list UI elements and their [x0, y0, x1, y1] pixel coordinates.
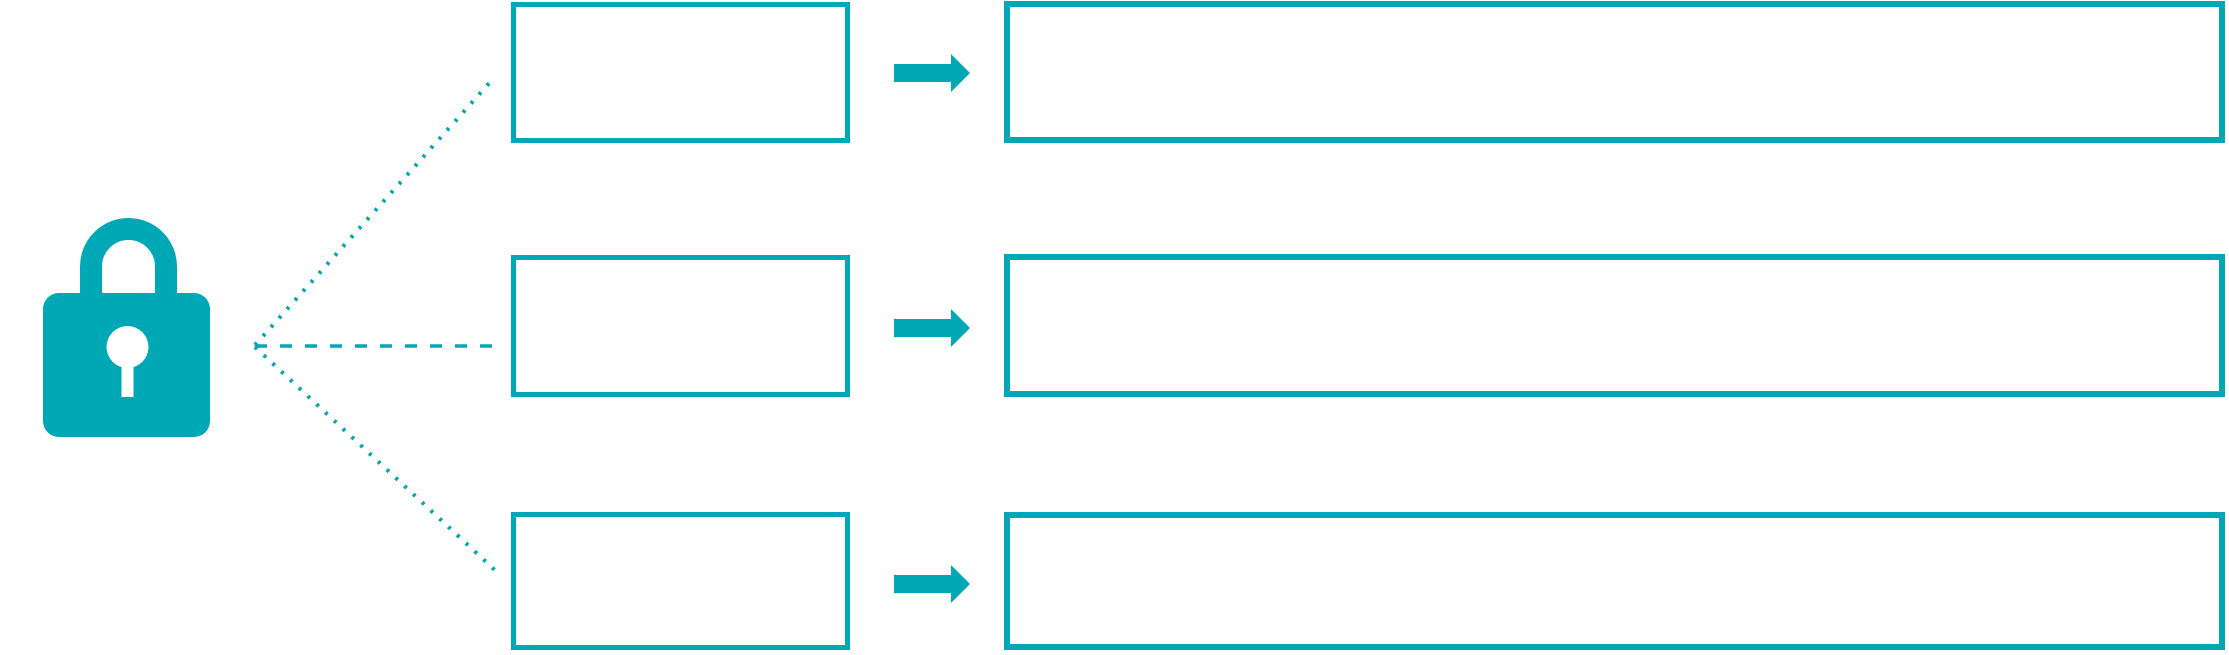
connector-bottom-dotted-line [253, 345, 500, 575]
small-box-middle [511, 255, 850, 397]
arrow-right-icon [894, 565, 970, 603]
arrow-right-shape [894, 309, 970, 347]
small-box-top [511, 2, 850, 143]
lock-keyhole-circle [106, 326, 149, 368]
arrow-right-icon-svg [894, 54, 970, 92]
large-box-top [1004, 1, 2225, 143]
lock-shackle [80, 218, 177, 300]
arrow-right-icon-svg [894, 565, 970, 603]
arrow-right-icon [894, 54, 970, 92]
arrow-right-shape [894, 54, 970, 92]
arrow-right-icon-svg [894, 309, 970, 347]
lock-icon-svg [43, 218, 210, 437]
connector-top-dotted-line [253, 78, 494, 347]
lock-icon [43, 218, 210, 437]
small-box-bottom [511, 512, 850, 650]
large-box-middle [1004, 254, 2225, 397]
lock-keyhole-stem [121, 356, 134, 397]
arrow-right-shape [894, 565, 970, 603]
large-box-bottom [1004, 512, 2225, 650]
arrow-right-icon [894, 309, 970, 347]
